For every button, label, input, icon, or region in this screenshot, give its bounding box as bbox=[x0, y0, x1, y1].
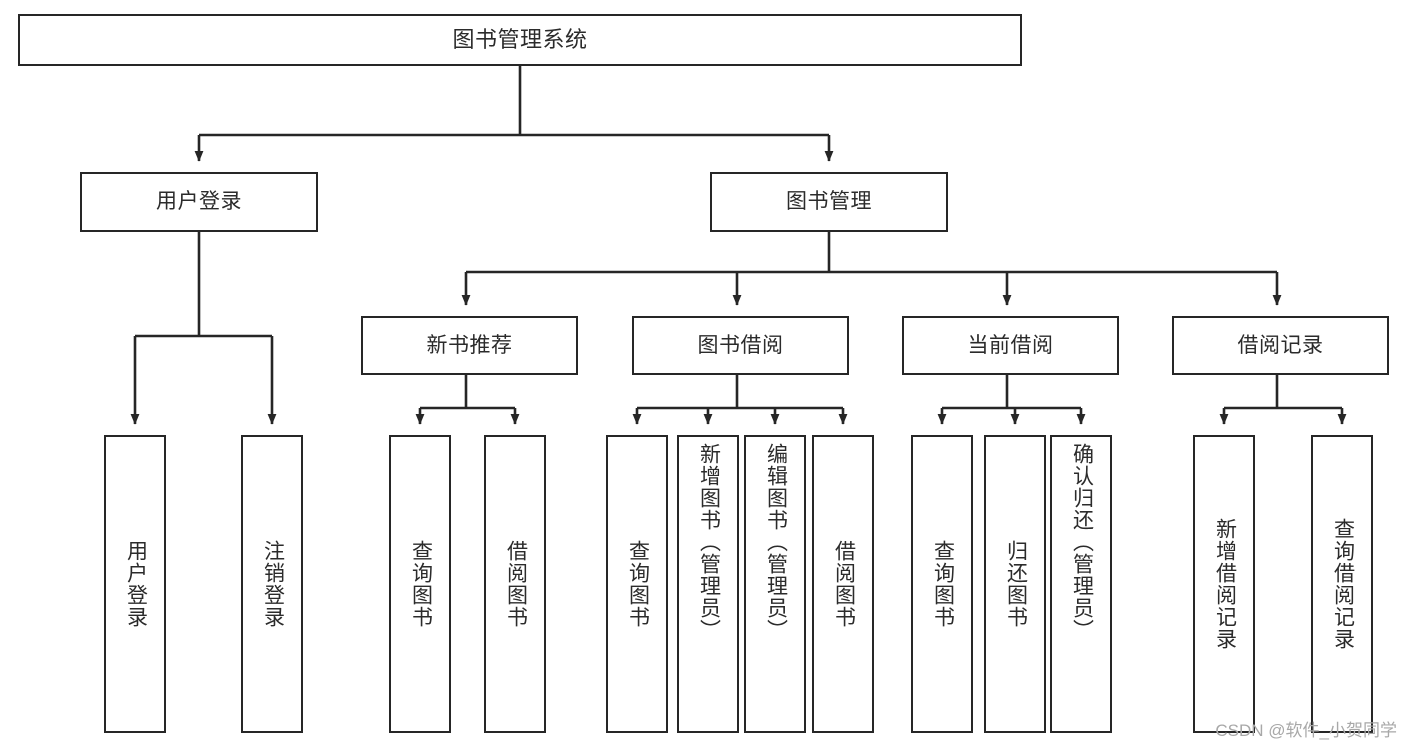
node-label: 注销登录 bbox=[261, 540, 285, 628]
node-text-wrap: 查询图书 bbox=[913, 437, 971, 731]
node-leaf-leaf-confirm-return[interactable]: 确认归还（管理员） bbox=[1050, 435, 1112, 733]
node-label: 当前借阅 bbox=[967, 333, 1054, 357]
node-text-wrap: 用户登录 bbox=[106, 437, 164, 731]
node-level2-borrow-record[interactable]: 借阅记录 bbox=[1172, 316, 1389, 375]
node-label: 查询借阅记录 bbox=[1331, 518, 1355, 650]
node-text-wrap: 查询图书 bbox=[391, 437, 449, 731]
node-label: 借阅图书 bbox=[504, 540, 528, 628]
node-label: 查询图书 bbox=[626, 540, 650, 628]
node-leaf-leaf-return-book[interactable]: 归还图书 bbox=[984, 435, 1046, 733]
node-leaf-leaf-query-book-rec[interactable]: 查询图书 bbox=[389, 435, 451, 733]
node-leaf-leaf-query-record[interactable]: 查询借阅记录 bbox=[1311, 435, 1373, 733]
node-text-wrap: 查询图书 bbox=[608, 437, 666, 731]
node-label: 查询图书 bbox=[409, 540, 433, 628]
node-text-wrap: 注销登录 bbox=[243, 437, 301, 731]
node-level2-current-borrow[interactable]: 当前借阅 bbox=[902, 316, 1119, 375]
node-label: 新增图书（管理员） bbox=[697, 443, 721, 641]
node-root[interactable]: 图书管理系统 bbox=[18, 14, 1022, 66]
node-label: 图书借阅 bbox=[697, 333, 784, 357]
node-label: 用户登录 bbox=[124, 540, 148, 628]
node-label: 新增借阅记录 bbox=[1213, 518, 1237, 650]
node-leaf-leaf-add-book[interactable]: 新增图书（管理员） bbox=[677, 435, 739, 733]
node-level1-book-manage[interactable]: 图书管理 bbox=[710, 172, 948, 232]
node-label: 归还图书 bbox=[1004, 540, 1028, 628]
node-leaf-leaf-add-record[interactable]: 新增借阅记录 bbox=[1193, 435, 1255, 733]
node-leaf-leaf-borrow-book[interactable]: 借阅图书 bbox=[812, 435, 874, 733]
node-leaf-leaf-edit-book[interactable]: 编辑图书（管理员） bbox=[744, 435, 806, 733]
node-label: 编辑图书（管理员） bbox=[764, 443, 788, 641]
node-text-wrap: 归还图书 bbox=[986, 437, 1044, 731]
node-level2-book-borrow[interactable]: 图书借阅 bbox=[632, 316, 849, 375]
connector-lines bbox=[130, 66, 1347, 425]
node-level1-user-login[interactable]: 用户登录 bbox=[80, 172, 318, 232]
node-leaf-leaf-query-book-cur[interactable]: 查询图书 bbox=[911, 435, 973, 733]
node-text-wrap: 借阅图书 bbox=[814, 437, 872, 731]
node-leaf-leaf-borrow-book-rec[interactable]: 借阅图书 bbox=[484, 435, 546, 733]
node-leaf-leaf-user-login[interactable]: 用户登录 bbox=[104, 435, 166, 733]
node-label: 图书管理 bbox=[786, 190, 872, 214]
node-label: 确认归还（管理员） bbox=[1070, 443, 1094, 641]
node-label: 图书管理系统 bbox=[452, 26, 588, 52]
node-text-wrap: 新增图书（管理员） bbox=[679, 437, 737, 731]
node-leaf-leaf-user-logout[interactable]: 注销登录 bbox=[241, 435, 303, 733]
node-text-wrap: 查询借阅记录 bbox=[1313, 437, 1371, 731]
node-label: 新书推荐 bbox=[426, 333, 513, 357]
node-text-wrap: 编辑图书（管理员） bbox=[746, 437, 804, 731]
node-leaf-leaf-query-book-borrow[interactable]: 查询图书 bbox=[606, 435, 668, 733]
node-text-wrap: 借阅图书 bbox=[486, 437, 544, 731]
node-label: 查询图书 bbox=[931, 540, 955, 628]
node-text-wrap: 确认归还（管理员） bbox=[1052, 437, 1110, 731]
node-label: 借阅图书 bbox=[832, 540, 856, 628]
node-text-wrap: 新增借阅记录 bbox=[1195, 437, 1253, 731]
node-label: 用户登录 bbox=[156, 190, 242, 214]
node-level2-new-book-rec[interactable]: 新书推荐 bbox=[361, 316, 578, 375]
node-label: 借阅记录 bbox=[1237, 333, 1324, 357]
